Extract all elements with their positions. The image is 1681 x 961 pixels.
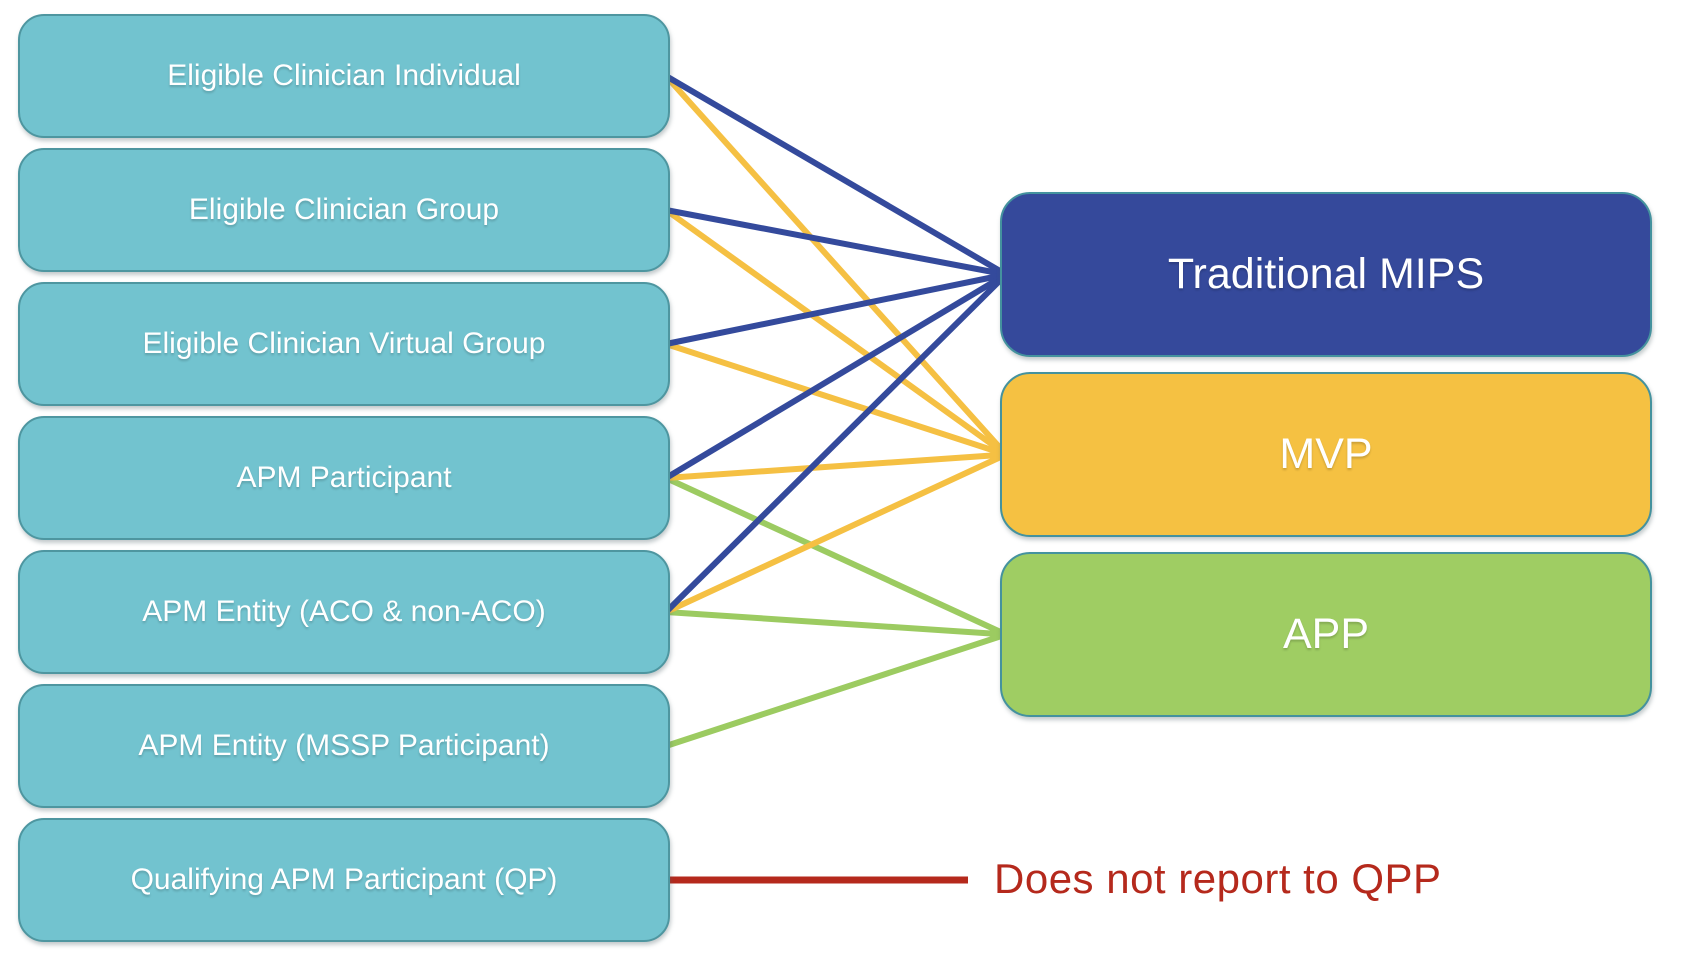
left-node-label: Eligible Clinician Group xyxy=(188,192,500,226)
left-node-qualifying-apm-participant: Qualifying APM Participant (QP) xyxy=(18,818,670,942)
left-node-label: Eligible Clinician Virtual Group xyxy=(142,326,546,360)
left-node-label: APM Entity (MSSP Participant) xyxy=(138,728,550,762)
connector-eligible-clinician-individual-to-traditional-mips xyxy=(664,73,1008,278)
left-node-apm-entity-aco: APM Entity (ACO & non-ACO) xyxy=(18,550,670,674)
left-node-eligible-clinician-individual: Eligible Clinician Individual xyxy=(18,14,670,138)
connector-eligible-clinician-individual-to-mvp xyxy=(663,73,1009,457)
left-node-label: APM Participant xyxy=(236,460,452,494)
left-node-label: Qualifying APM Participant (QP) xyxy=(130,862,558,896)
right-node-label: MVP xyxy=(1279,429,1373,478)
left-node-eligible-clinician-group: Eligible Clinician Group xyxy=(18,148,670,272)
left-node-label: Eligible Clinician Individual xyxy=(167,58,521,92)
right-node-label: Traditional MIPS xyxy=(1167,249,1485,298)
connector-eligible-clinician-group-to-mvp xyxy=(664,207,1008,457)
connector-eligible-clinician-virtual-group-to-mvp xyxy=(665,341,1007,458)
left-node-eligible-clinician-virtual-group: Eligible Clinician Virtual Group xyxy=(18,282,670,406)
connector-apm-entity-aco-to-mvp xyxy=(664,451,1008,615)
connector-apm-entity-aco-to-app xyxy=(665,609,1007,638)
connector-apm-entity-mssp-to-app xyxy=(665,631,1007,749)
left-node-apm-participant: APM Participant xyxy=(18,416,670,540)
connector-apm-participant-to-app xyxy=(664,475,1008,638)
right-node-mvp: MVP xyxy=(1000,372,1652,537)
connector-apm-participant-to-mvp xyxy=(665,451,1007,481)
right-node-app: APP xyxy=(1000,552,1652,717)
left-node-label: APM Entity (ACO & non-ACO) xyxy=(142,594,546,628)
right-node-label: APP xyxy=(1282,609,1370,658)
connector-eligible-clinician-group-to-traditional-mips xyxy=(665,207,1007,278)
connector-eligible-clinician-virtual-group-to-traditional-mips xyxy=(665,271,1007,347)
no-report-label: Does not report to QPP xyxy=(994,855,1442,903)
connector-apm-participant-to-traditional-mips xyxy=(664,271,1008,481)
right-node-traditional-mips: Traditional MIPS xyxy=(1000,192,1652,357)
left-node-apm-entity-mssp: APM Entity (MSSP Participant) xyxy=(18,684,670,808)
connector-apm-entity-aco-to-traditional-mips xyxy=(663,272,1009,615)
